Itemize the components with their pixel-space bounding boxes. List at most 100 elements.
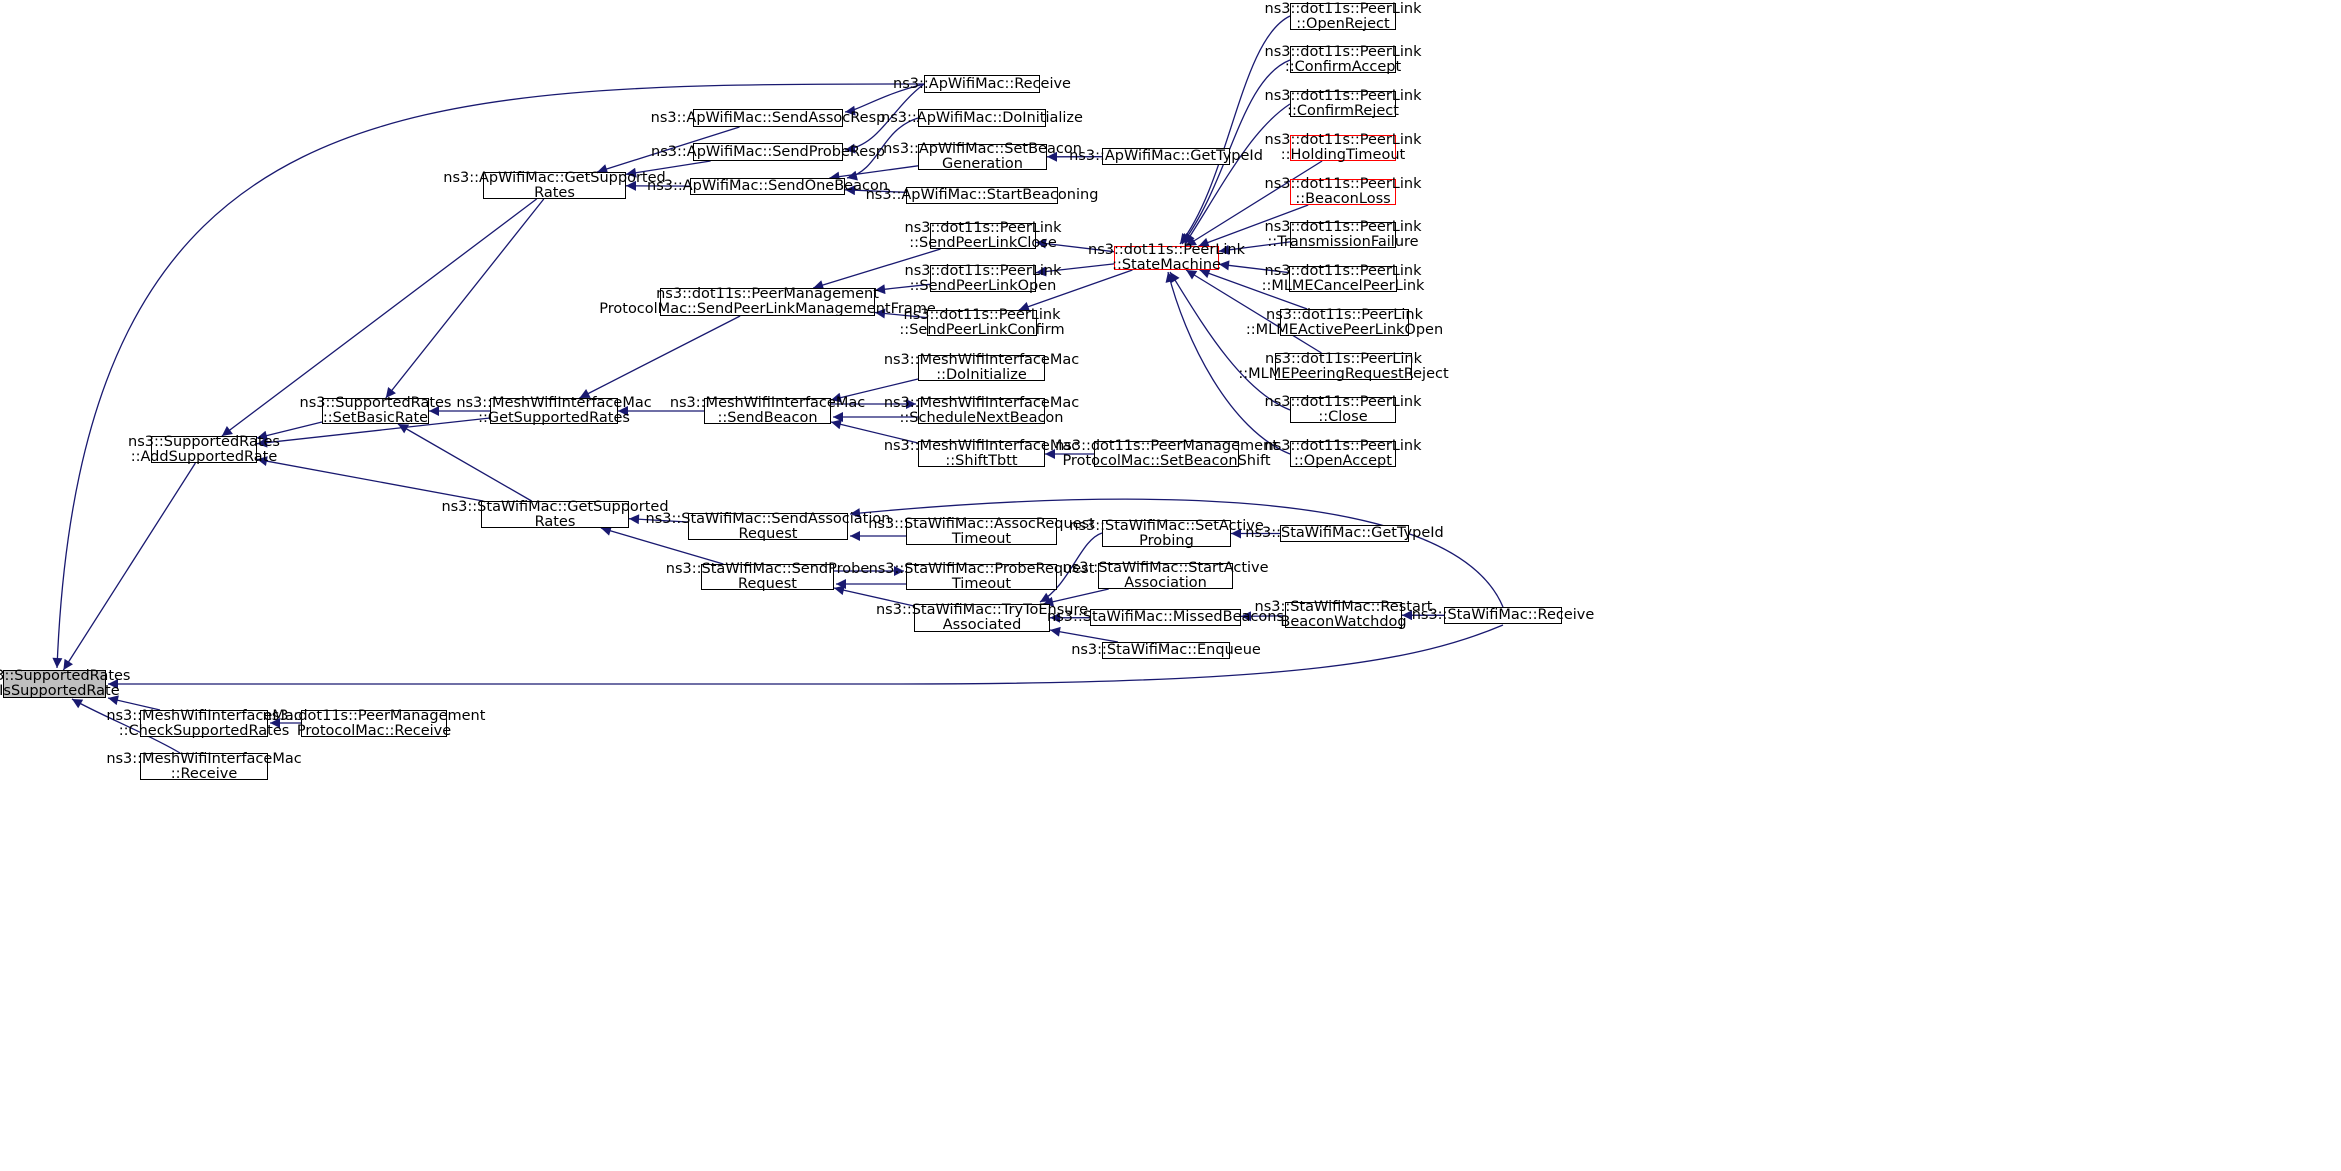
node-mesh-receive[interactable]: ns3::MeshWifiInterfaceMac::Receive: [106, 751, 301, 782]
node-label-line: Rates: [534, 513, 576, 530]
node-label-line: ::BeaconLoss: [1295, 191, 1391, 207]
edge-meshShiftTbtt-to-meshSendBeacon: [830, 419, 919, 444]
node-label-line: ns3::StaWifiMac::TryToEnsure: [875, 602, 1089, 618]
node-mlme-peering-request-reject[interactable]: ns3::dot11s::PeerLink::MLMEPeeringReques…: [1238, 351, 1448, 381]
node-is-supported-rate: ns3::SupportedRates::IsSupportedRate: [0, 669, 131, 699]
node-label-line: ns3::dot11s::PeerLink: [1264, 88, 1422, 104]
edge-staEnqueue-to-staTryToEnsureAssociated: [1049, 626, 1119, 643]
node-label-line: ns3::SupportedRates: [0, 668, 131, 684]
node-label-line: ns3::MeshWifiInterfaceMac: [456, 395, 652, 411]
edge-apGetSupportedRates-to-addSupportedRate: [221, 198, 537, 437]
node-ap-receive[interactable]: ns3::ApWifiMac::Receive: [893, 75, 1071, 93]
node-label-line: ns3::dot11s::PeerManagement: [1055, 438, 1278, 454]
node-send-peer-link-open[interactable]: ns3::dot11s::PeerLink::SendPeerLinkOpen: [905, 263, 1062, 293]
node-mesh-get-supported-rates[interactable]: ns3::MeshWifiInterfaceMac::GetSupportedR…: [456, 396, 651, 426]
node-sta-receive[interactable]: ns3::StaWifiMac::Receive: [1412, 607, 1594, 624]
node-sta-get-type-id[interactable]: ns3::StaWifiMac::GetTypeId: [1245, 525, 1444, 542]
edge-staTryToEnsureAssociated-to-staSendProbeRequest: [833, 585, 915, 607]
node-sta-missed-beacons[interactable]: ns3::StaWifiMac::MissedBeacons: [1047, 609, 1284, 626]
edge-sendPeerLinkOpen-to-sendPeerLinkMgmtFrame: [874, 283, 931, 295]
node-sta-enqueue[interactable]: ns3::StaWifiMac::Enqueue: [1071, 642, 1261, 659]
node-label-line: ProtocolMac::Receive: [296, 722, 452, 739]
node-label-line: ns3::dot11s::PeerLink: [1264, 263, 1422, 279]
node-send-peer-link-confirm[interactable]: ns3::dot11s::PeerLink::SendPeerLinkConfi…: [899, 308, 1064, 338]
edge-meshDoInitialize-to-meshSendBeacon: [830, 378, 919, 403]
node-label-line: ProtocolMac::SetBeaconShift: [1062, 453, 1271, 469]
node-label-line: Probing: [1139, 532, 1194, 549]
node-label-line: ::MLMEActivePeerLinkOpen: [1245, 321, 1444, 338]
node-label-line: ::ConfirmAccept: [1284, 58, 1402, 75]
node-confirm-reject[interactable]: ns3::dot11s::PeerLink::ConfirmReject: [1265, 89, 1422, 119]
node-send-peer-link-close[interactable]: ns3::dot11s::PeerLink::SendPeerLinkClose: [905, 221, 1062, 251]
node-label-line: ns3::StaWifiMac::SetActive: [1069, 517, 1264, 534]
node-label-line: Timeout: [951, 576, 1012, 592]
node-mesh-do-initialize[interactable]: ns3::MeshWifiInterfaceMac::DoInitialize: [884, 353, 1079, 383]
node-label-line: ::CheckSupportedRates: [118, 722, 290, 739]
edge-stateMachine-to-sendPeerLinkConfirm: [1018, 269, 1133, 312]
node-beacon-loss[interactable]: ns3::dot11s::PeerLink::BeaconLoss: [1265, 177, 1422, 207]
node-pl-open-accept[interactable]: ns3::dot11s::PeerLink::OpenAccept: [1265, 439, 1422, 469]
edge-mlmeCancelPeerLink-to-stateMachine: [1218, 260, 1290, 274]
edge-meshReceive-to-isSupportedRate: [71, 698, 181, 754]
node-label-line: ::Receive: [170, 765, 238, 782]
node-label-line: ::HoldingTimeout: [1280, 147, 1406, 163]
edge-staReceive-to-staSendAssociationRequest: [849, 498, 1504, 608]
node-mlme-cancel-peer-link[interactable]: ns3::dot11s::PeerLink::MLMECancelPeerLin…: [1262, 264, 1425, 294]
node-holding-timeout[interactable]: ns3::dot11s::PeerLink::HoldingTimeout: [1265, 133, 1422, 163]
node-send-one-beacon[interactable]: ns3::ApWifiMac::SendOneBeacon: [647, 178, 888, 195]
node-pl-close[interactable]: ns3::dot11s::PeerLink::Close: [1265, 395, 1422, 425]
node-label-line: ns3::dot11s::PeerLink: [1264, 219, 1422, 235]
node-label-line: ::MLMECancelPeerLink: [1261, 278, 1425, 294]
node-transmission-failure[interactable]: ns3::dot11s::PeerLink::TransmissionFailu…: [1265, 220, 1422, 250]
edge-sendPeerLinkClose-to-sendPeerLinkMgmtFrame: [813, 248, 941, 290]
node-mesh-check-supported-rates[interactable]: ns3::MeshWifiInterfaceMac::CheckSupporte…: [106, 708, 301, 738]
node-label-line: Rates: [534, 184, 575, 201]
node-label-line: ns3::StaWifiMac::AssocRequest: [868, 515, 1095, 532]
node-mesh-schedule-next-beacon[interactable]: ns3::MeshWifiInterfaceMac::ScheduleNextB…: [884, 396, 1079, 426]
node-open-reject[interactable]: ns3::dot11s::PeerLink::OpenReject: [1265, 1, 1422, 31]
node-label-line: ns3::StaWifiMac::Receive: [1411, 607, 1595, 623]
node-mesh-send-beacon[interactable]: ns3::MeshWifiInterfaceMac::SendBeacon: [670, 396, 865, 426]
node-ap-start-beaconing[interactable]: ns3::ApWifiMac::StartBeaconing: [866, 187, 1098, 204]
node-mesh-shift-tbtt[interactable]: ns3::MeshWifiInterfaceMac::ShiftTbtt: [884, 439, 1079, 469]
node-ap-get-type-id[interactable]: ns3::ApWifiMac::GetTypeId: [1069, 148, 1263, 165]
edge-transmissionFailure-to-stateMachine: [1218, 241, 1291, 255]
node-send-assoc-resp[interactable]: ns3::ApWifiMac::SendAssocResp: [651, 109, 885, 127]
node-label-line: ns3::MeshWifiInterfaceMac: [669, 395, 866, 411]
node-label-line: Association: [1124, 575, 1207, 591]
node-label-line: ns3::dot11s::PeerLink: [1264, 176, 1422, 192]
node-state-machine[interactable]: ns3::dot11s::PeerLink::StateMachine: [1088, 243, 1245, 273]
node-send-probe-resp[interactable]: ns3::ApWifiMac::SendProbeResp: [651, 143, 885, 161]
node-label-line: ns3::dot11s::PeerLink: [1088, 242, 1246, 258]
edge-stateMachine-to-sendPeerLinkOpen: [1035, 263, 1115, 277]
node-add-supported-rate[interactable]: ns3::SupportedRates::AddSupportedRate: [128, 434, 280, 464]
node-label-line: ::AddSupportedRate: [130, 448, 278, 465]
node-label-line: ns3::StaWifiMac::ProbeRequest: [868, 561, 1095, 577]
node-label-line: ns3::StaWifiMac::Enqueue: [1071, 642, 1261, 658]
edge-beaconLoss-to-stateMachine: [1198, 204, 1309, 248]
edge-apReceive-to-sendAssocResp: [844, 83, 925, 116]
edge-apStartBeaconing-to-sendOneBeacon: [844, 185, 907, 196]
node-ap-do-initialize[interactable]: ns3::ApWifiMac::DoInitialize: [881, 109, 1083, 127]
edge-staReceive-to-isSupportedRate: [108, 624, 1504, 689]
edge-holdingTimeout-to-stateMachine: [1185, 160, 1323, 247]
node-confirm-accept[interactable]: ns3::dot11s::PeerLink::ConfirmAccept: [1265, 44, 1422, 74]
node-mlme-active-peer-link-open[interactable]: ns3::dot11s::PeerLink::MLMEActivePeerLin…: [1246, 307, 1443, 337]
node-set-basic-rate[interactable]: ns3::SupportedRates::SetBasicRate: [300, 396, 452, 426]
edge-mlmePeeringRequestReject-to-stateMachine: [1185, 269, 1322, 354]
